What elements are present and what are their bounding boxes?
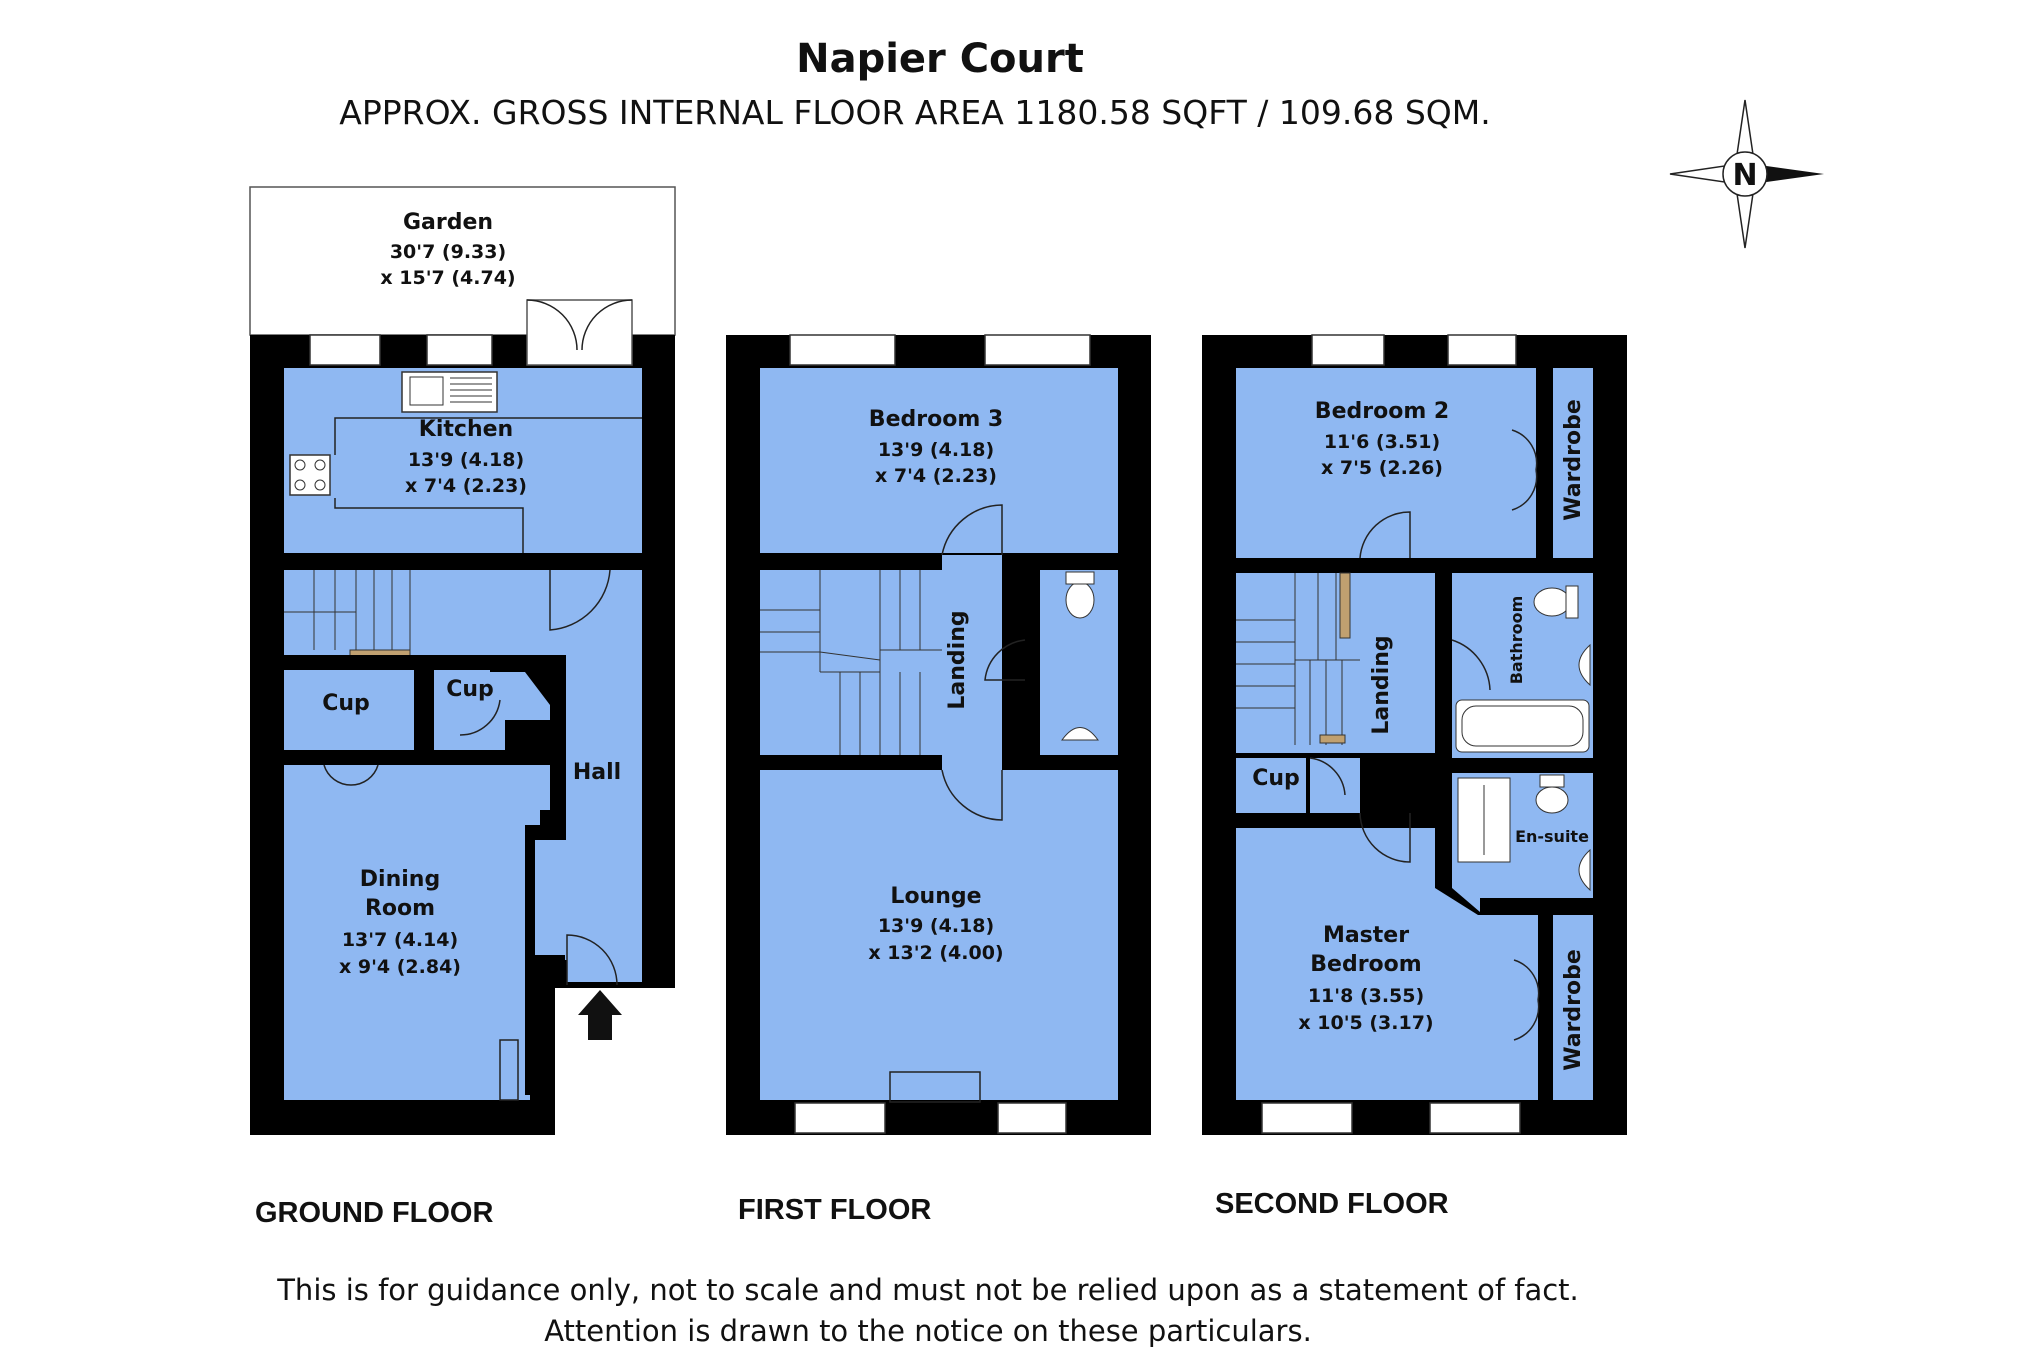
basin-icon bbox=[1061, 727, 1099, 741]
first-landing-label: Landing bbox=[945, 610, 970, 709]
floor-area-subtitle: APPROX. GROSS INTERNAL FLOOR AREA 1180.5… bbox=[339, 93, 1490, 132]
dining-label-2: Room bbox=[365, 896, 435, 921]
kitchen-label: Kitchen bbox=[419, 417, 513, 442]
wardrobe-label-1: Wardrobe bbox=[1561, 399, 1586, 521]
second-floor-plan bbox=[1202, 334, 1627, 1135]
disclaimer-line-2: Attention is drawn to the notice on thes… bbox=[544, 1314, 1312, 1348]
cup-label-1: Cup bbox=[322, 691, 370, 716]
bedroom2-dim2: x 7'5 (2.26) bbox=[1321, 457, 1443, 479]
hob-icon bbox=[289, 454, 331, 496]
cup-label-2: Cup bbox=[446, 677, 494, 702]
disclaimer-line-1: This is for guidance only, not to scale … bbox=[276, 1273, 1579, 1307]
second-floor-label: SECOND FLOOR bbox=[1215, 1188, 1449, 1220]
lounge-dim1: 13'9 (4.18) bbox=[878, 915, 994, 937]
garden-label: Garden bbox=[403, 210, 493, 235]
bedroom3-room bbox=[760, 368, 1118, 553]
toilet-icon-3 bbox=[1535, 786, 1569, 814]
bedroom3-label: Bedroom 3 bbox=[869, 407, 1003, 432]
lounge-dim2: x 13'2 (4.00) bbox=[868, 942, 1003, 964]
first-stairs-area bbox=[760, 570, 942, 755]
bedroom2-dim1: 11'6 (3.51) bbox=[1324, 431, 1440, 453]
north-arrow-icon: N bbox=[1669, 99, 1824, 249]
first-floor-label: FIRST FLOOR bbox=[738, 1194, 931, 1226]
dining-dim1: 13'7 (4.14) bbox=[342, 929, 458, 951]
dining-label-1: Dining bbox=[360, 867, 440, 892]
bedroom2-label: Bedroom 2 bbox=[1315, 399, 1449, 424]
entrance-arrow-icon bbox=[578, 990, 622, 1040]
garden-dim2: x 15'7 (4.74) bbox=[380, 267, 515, 289]
cup-room-3 bbox=[1236, 758, 1306, 813]
second-landing-label: Landing bbox=[1369, 635, 1394, 734]
wardrobe-2-area bbox=[1553, 915, 1593, 1100]
bedroom2-room bbox=[1236, 368, 1536, 558]
cup-label-3: Cup bbox=[1252, 766, 1300, 791]
lounge-room bbox=[760, 770, 1118, 1100]
toilet-icon-2 bbox=[1533, 587, 1571, 617]
ground-floor-label: GROUND FLOOR bbox=[255, 1197, 493, 1229]
kitchen-dim2: x 7'4 (2.23) bbox=[405, 475, 527, 497]
bedroom3-dim2: x 7'4 (2.23) bbox=[875, 465, 997, 487]
dining-dim2: x 9'4 (2.84) bbox=[339, 956, 461, 978]
wardrobe-label-2: Wardrobe bbox=[1561, 949, 1586, 1071]
first-floor-plan bbox=[726, 334, 1151, 1135]
master-label-2: Bedroom bbox=[1310, 952, 1421, 977]
bedroom3-dim1: 13'9 (4.18) bbox=[878, 439, 994, 461]
patio-doors bbox=[526, 299, 633, 366]
cup-room-1 bbox=[284, 670, 414, 750]
master-dim1: 11'8 (3.55) bbox=[1308, 985, 1424, 1007]
basin-icon-3 bbox=[1578, 848, 1591, 892]
garden-dim1: 30'7 (9.33) bbox=[390, 241, 506, 263]
bathroom-label: Bathroom bbox=[1507, 596, 1526, 685]
master-label-1: Master bbox=[1323, 923, 1409, 948]
hall-label: Hall bbox=[573, 760, 621, 785]
second-stairs-area bbox=[1236, 573, 1442, 753]
toilet-icon bbox=[1065, 581, 1095, 619]
plan-title: Napier Court bbox=[796, 36, 1084, 82]
compass-letter: N bbox=[1732, 158, 1757, 193]
dining-room bbox=[284, 765, 550, 1100]
wardrobe-1-area bbox=[1552, 368, 1593, 558]
cup-room-2 bbox=[434, 670, 490, 750]
basin-icon-2 bbox=[1578, 643, 1591, 687]
ensuite-label: En-suite bbox=[1515, 827, 1589, 846]
master-bedroom-room bbox=[1236, 828, 1538, 1100]
first-landing-area bbox=[942, 555, 1002, 770]
ground-floor-plan bbox=[249, 186, 680, 1138]
lounge-label: Lounge bbox=[890, 884, 981, 909]
kitchen-dim1: 13'9 (4.18) bbox=[408, 449, 524, 471]
bath-icon bbox=[1455, 699, 1590, 753]
master-dim2: x 10'5 (3.17) bbox=[1298, 1012, 1433, 1034]
